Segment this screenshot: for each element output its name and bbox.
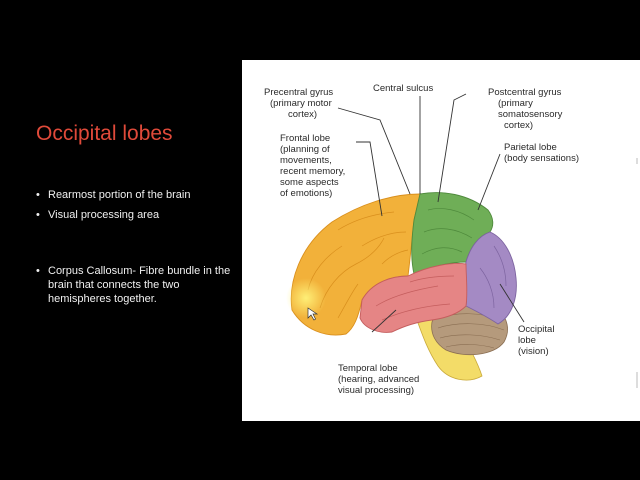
bullet-item: Rearmost portion of the brain: [36, 188, 236, 202]
occipital-gyri: [479, 245, 507, 309]
label-central-sulcus: Central sulcus: [373, 83, 433, 94]
label-postcentral-gyrus: Postcentral gyrus (primary somatosensory…: [488, 87, 565, 131]
label-frontal-lobe: Frontal lobe (planning of movements, rec…: [280, 133, 348, 199]
slide-title: Occipital lobes: [36, 122, 173, 145]
temporal-lobe-region: [359, 263, 468, 333]
leader-precentral: [337, 107, 411, 195]
leader-postcentral: [437, 93, 467, 203]
brain-diagram: Precentral gyrus (primary motor cortex) …: [264, 83, 579, 396]
leader-frontal: [356, 141, 383, 217]
leader-parietal: [477, 153, 501, 211]
occipital-lobe-region: [464, 231, 517, 325]
cursor-highlight: [286, 278, 326, 318]
bullet-list: Rearmost portion of the brain Visual pro…: [36, 188, 236, 312]
parietal-gyri: [421, 208, 475, 255]
label-occipital-lobe: Occipital lobe (vision): [518, 324, 557, 357]
leader-occipital: [499, 283, 525, 323]
brain-diagram-panel: Precentral gyrus (primary motor cortex) …: [242, 60, 640, 421]
next-slide-edge: [636, 158, 638, 164]
bullet-item: Corpus Callosum- Fibre bundle in the bra…: [36, 264, 236, 306]
label-parietal-lobe: Parietal lobe (body sensations): [504, 142, 579, 164]
label-precentral-gyrus: Precentral gyrus (primary motor cortex): [264, 87, 336, 120]
frontal-gyri: [307, 211, 409, 319]
bullet-item: Visual processing area: [36, 208, 236, 222]
leader-temporal: [371, 309, 397, 333]
cursor-pointer-icon: [307, 307, 319, 321]
label-temporal-lobe: Temporal lobe (hearing, advanced visual …: [338, 363, 422, 396]
next-slide-edge: [636, 372, 638, 388]
